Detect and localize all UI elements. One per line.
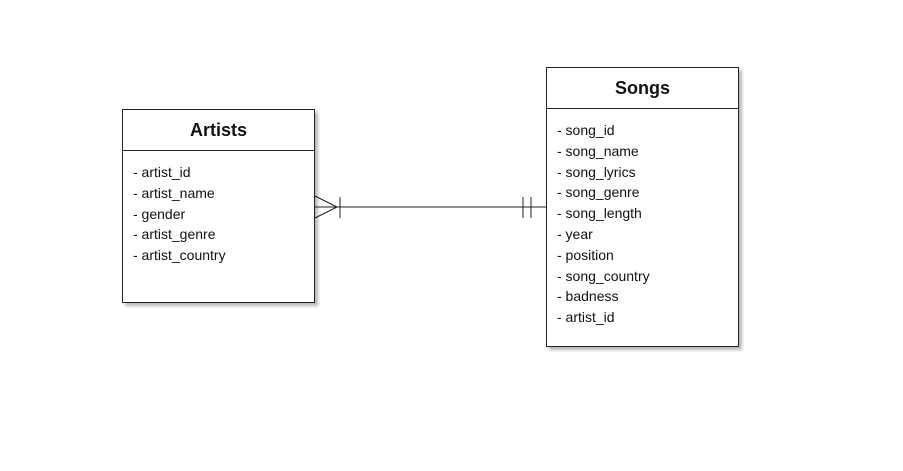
songs-attribute: - position	[557, 246, 614, 263]
artists-attribute: - artist_name	[133, 184, 215, 201]
songs-attribute: - song_name	[557, 142, 639, 159]
crows-foot-many-marker	[314, 195, 341, 219]
songs-attribute-list: - song_id - song_name - song_lyrics - so…	[547, 109, 738, 328]
songs-entity[interactable]: Songs - song_id - song_name - song_lyric…	[546, 67, 739, 347]
songs-attribute: - badness	[557, 288, 619, 305]
songs-attribute: - artist_id	[557, 309, 615, 326]
artists-attribute: - artist_genre	[133, 226, 216, 243]
artists-attribute-list: - artist_id - artist_name - gender - art…	[123, 151, 314, 266]
artists-entity[interactable]: Artists - artist_id - artist_name - gend…	[122, 109, 315, 303]
songs-attribute: - song_length	[557, 205, 642, 222]
songs-attribute: - song_country	[557, 267, 650, 284]
one-and-only-one-marker	[522, 197, 532, 218]
artists-attribute: - artist_country	[133, 247, 226, 264]
songs-entity-title: Songs	[547, 68, 738, 109]
songs-attribute: - song_genre	[557, 184, 640, 201]
artists-entity-title: Artists	[123, 110, 314, 151]
songs-attribute: - year	[557, 225, 593, 242]
artists-attribute: - artist_id	[133, 164, 191, 180]
artists-attribute: - gender	[133, 205, 186, 222]
songs-attribute: - song_id	[557, 122, 615, 138]
songs-attribute: - song_lyrics	[557, 163, 636, 180]
